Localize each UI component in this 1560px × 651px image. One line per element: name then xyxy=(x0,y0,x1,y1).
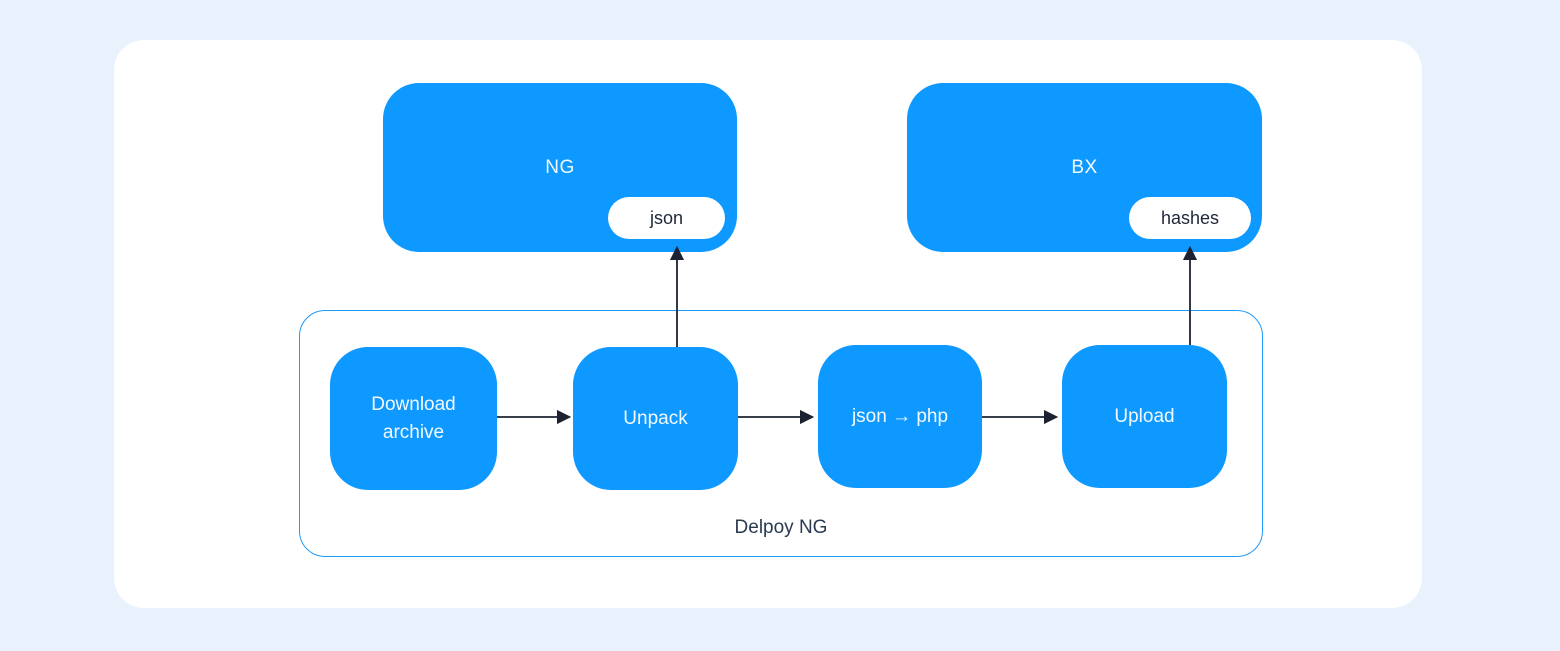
group-deploy-ng-label: Delpoy NG xyxy=(734,517,828,538)
node-json-to-php: json → php xyxy=(818,345,982,488)
node-bx: BX hashes xyxy=(907,83,1262,252)
node-ng: NG json xyxy=(383,83,737,252)
node-ng-label: NG xyxy=(545,156,575,178)
node-download-archive: Download archive xyxy=(330,347,497,490)
node-upload: Upload xyxy=(1062,345,1227,488)
group-deploy-ng: Delpoy NG xyxy=(299,310,1263,557)
badge-hashes: hashes xyxy=(1129,197,1251,239)
node-unpack: Unpack xyxy=(573,347,738,490)
badge-json: json xyxy=(608,197,725,239)
node-bx-label: BX xyxy=(1071,156,1098,178)
